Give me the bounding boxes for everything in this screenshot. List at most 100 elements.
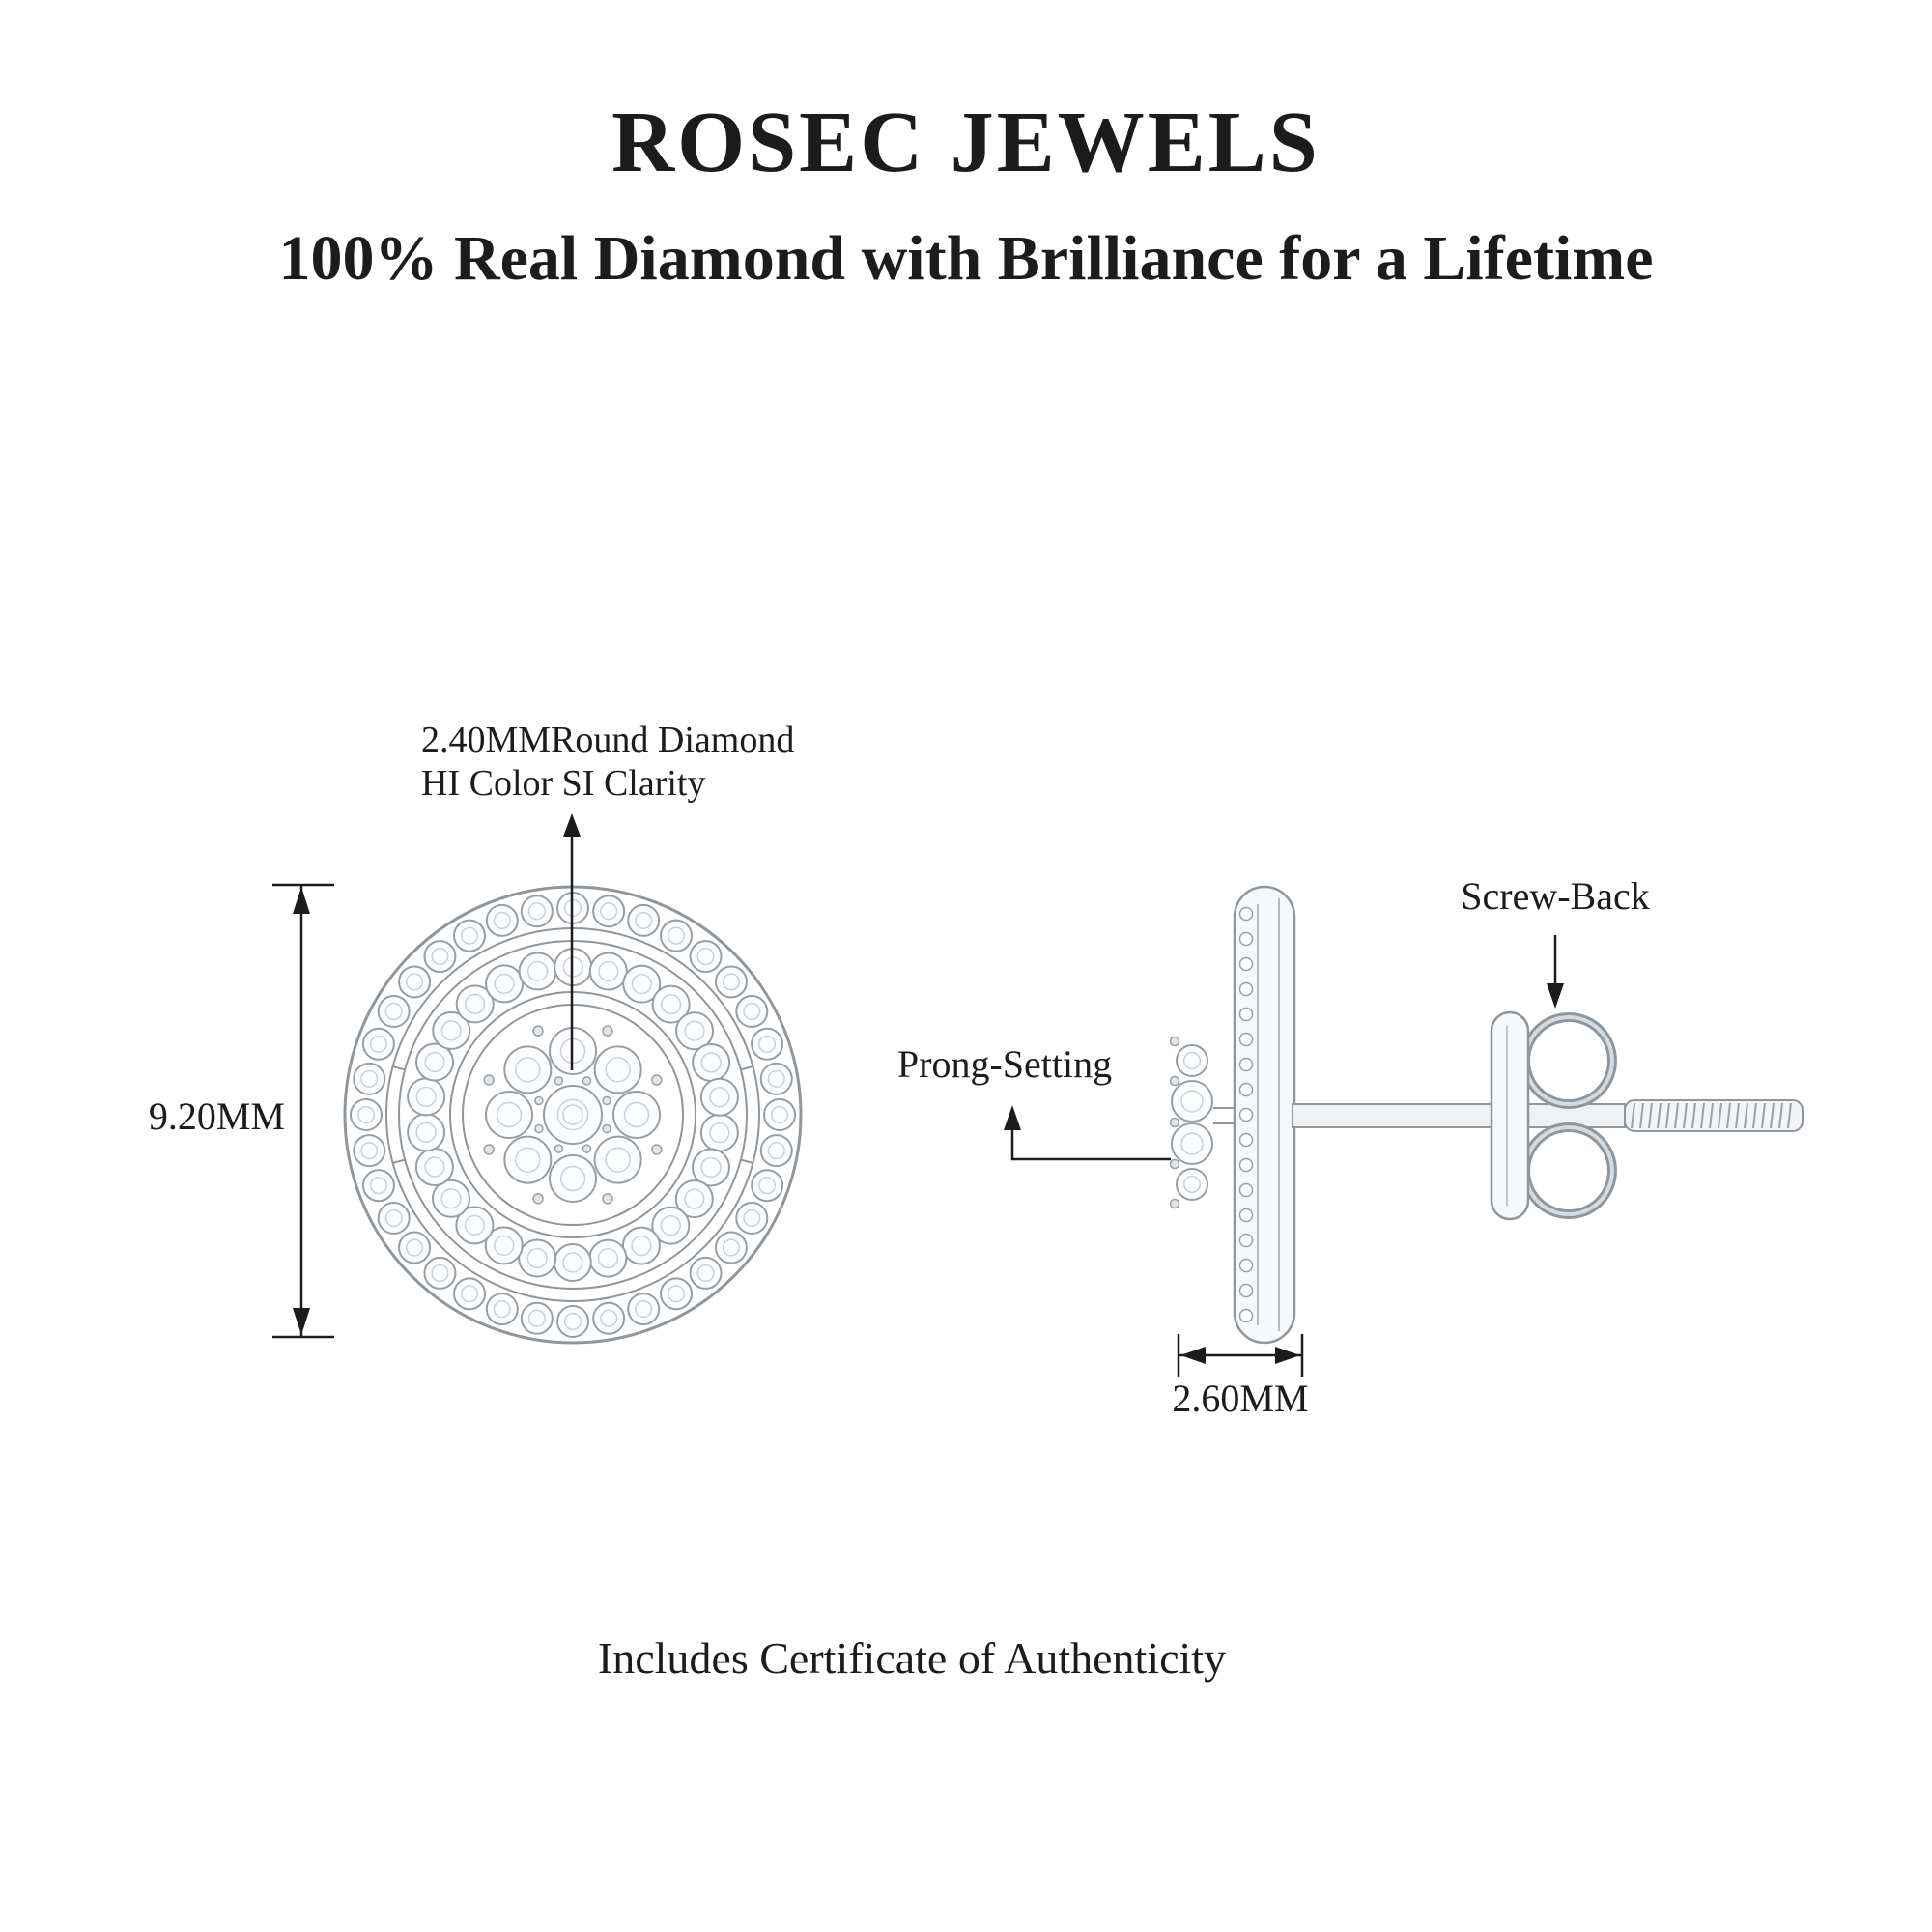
diamond-stone [453,919,486,952]
stone-spec-arrowhead [563,813,581,837]
diamond-stone [1171,1080,1213,1122]
edge-pave-stone [1238,1032,1254,1047]
diamond-stone [556,1305,589,1338]
front-channel-ticks [392,1065,753,1164]
diamond-facet [600,902,618,921]
channel-tick [740,1065,753,1071]
diamond-stone [485,903,519,937]
diamond-stone [549,1154,597,1203]
prong-bead [602,1123,611,1134]
thread-ridge [1657,1102,1662,1129]
thread-ridge [1683,1102,1688,1129]
diamond-facet [515,1147,541,1173]
edge-pave-stone [1238,1182,1254,1198]
diamond-facet [527,902,546,921]
thread-ridge [1726,1102,1731,1129]
diamond-facet [527,1309,546,1327]
diamond-facet [598,960,619,982]
diamond-facet [709,1087,730,1108]
diamond-facet [464,1214,486,1236]
diamond-stone [415,1042,455,1082]
diamond-facet [696,947,715,966]
diamond-stone [520,1301,554,1335]
diamond-stone [407,1077,446,1117]
width-dimension-label: 2.60MM [1172,1377,1309,1420]
diamond-facet [360,1142,379,1160]
diamond-facet [696,1264,715,1283]
side-prong-nub [1169,1158,1180,1170]
edge-pave-stone [1238,1007,1254,1022]
edge-pave-stone [1238,1208,1254,1223]
edge-pave-stone [1238,906,1254,922]
prong-setting-label: Prong-Setting [896,1042,1113,1086]
diamond-stone [377,1202,411,1235]
diamond-stone [763,1098,796,1131]
diamond-stone [518,1238,557,1278]
channel-tick [392,1065,406,1071]
screw-back-plate [1490,1010,1530,1221]
diamond-stone [503,1135,553,1184]
diamond-facet [709,1122,730,1144]
diamond-stone [543,1085,603,1145]
prong-bead [483,1144,495,1155]
thread-ridge [1744,1102,1748,1129]
diamond-stone [699,1077,739,1117]
diamond-facet [384,1002,403,1021]
diamond-facet [405,973,424,991]
edge-pave-stone [1238,1283,1254,1298]
diamond-facet [1180,1090,1204,1113]
diamond-facet [440,1020,462,1041]
diamond-facet [722,973,741,991]
edge-pave-stone [1238,1132,1254,1148]
diamond-facet [605,1057,631,1083]
diamond-stone [759,1134,793,1168]
diamond-stone [423,1256,457,1290]
diamond-facet [526,1247,548,1269]
prong-bead [554,1076,564,1086]
brand-title: ROSEC JEWELS [611,95,1321,190]
diamond-facet [431,1264,449,1283]
diamond-facet [700,1052,722,1073]
diamond-stone [350,1098,383,1131]
diamond-stone [361,1169,395,1203]
diamond-facet [440,1188,462,1209]
diamond-stone [692,1042,731,1082]
edge-pave-stone [1238,931,1254,947]
diamond-stone [751,1027,784,1061]
diamond-facet [563,1312,582,1331]
diamond-facet [360,1069,379,1088]
thread-ridge [1761,1102,1766,1129]
diamond-facet [405,1238,424,1257]
prong-bead [602,1025,613,1037]
edge-pave-stone [1238,1107,1254,1122]
side-prong-nub [1169,1117,1180,1128]
diamond-facet [667,1285,686,1303]
diamond-facet [635,1300,653,1319]
diamond-stone [627,903,661,937]
prong-setting-leader-line [1010,1126,1171,1161]
side-prong-nub [1169,1075,1180,1087]
stone-spec-line1: 2.40MMRound Diamond [421,720,795,760]
diamond-facet [415,1122,437,1143]
diamond-facet [460,926,479,945]
channel-tick [740,1158,753,1164]
annotation-lines [272,813,1564,1377]
prong-bead [483,1074,495,1086]
diamond-stone [485,1293,519,1326]
thread-ridge [1639,1102,1644,1129]
diamond-stone [485,964,525,1004]
diamond-stone [660,1277,693,1311]
thread-ridges [1631,1102,1792,1129]
edge-pave-stone [1238,1258,1254,1273]
diamond-stone [484,1226,524,1265]
side-edge-pave [1238,906,1254,1323]
stone-spec-line2: HI Color SI Clarity [421,762,706,804]
diamond-stone [353,1062,386,1095]
side-cluster-stones [1169,1036,1213,1209]
diamond-facet [770,1105,789,1124]
thread-ridge [1735,1102,1740,1129]
prong-setting-arrowhead [1004,1105,1021,1130]
stone-spec-annotation: 2.40MMRound Diamond HI Color SI Clarity [421,719,794,806]
diamond-stone [588,952,628,991]
diamond-stone [503,1045,553,1094]
